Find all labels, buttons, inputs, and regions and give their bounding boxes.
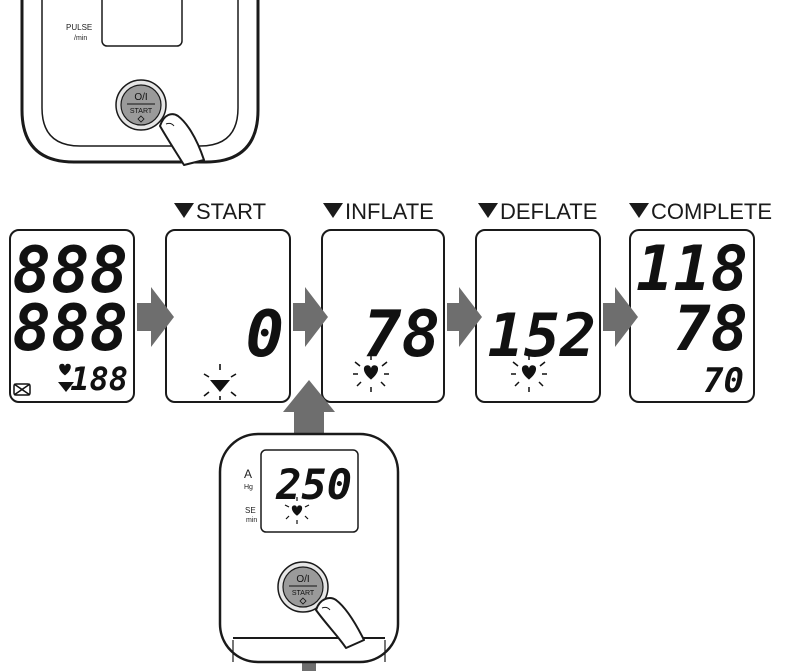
bottom-display-window <box>260 449 359 533</box>
arrow-inflate-to-deflate <box>447 287 482 347</box>
bottom-side-label-min: min <box>246 517 257 524</box>
triangle-down-icon <box>629 203 649 218</box>
triangle-down-icon <box>323 203 343 218</box>
step-label-inflate-text: INFLATE <box>345 199 434 224</box>
display-panel-test: 888 888 188 <box>9 229 135 403</box>
step-label-deflate-text: DEFLATE <box>500 199 597 224</box>
test-row3-digits: 188 <box>70 360 128 398</box>
arrow-deflate-to-complete <box>603 287 638 347</box>
arrow-test-to-start <box>137 287 174 347</box>
step-label-inflate: INFLATE <box>323 199 434 224</box>
test-row2-digits: 888 <box>12 292 128 366</box>
bottom-side-label-a: A <box>244 467 252 481</box>
start-value: 0 <box>245 298 284 372</box>
heart-icon <box>511 354 547 392</box>
step-label-complete-text: COMPLETE <box>651 199 772 224</box>
bottom-side-label-se: SE <box>245 506 256 515</box>
bottom-button-symbol: O/I <box>296 574 309 585</box>
top-display-window <box>101 0 183 47</box>
top-button-symbol: O/I <box>134 92 147 103</box>
heart-icon <box>353 354 389 392</box>
bottom-button-label: START <box>292 590 315 597</box>
top-pulse-unit: /min <box>74 35 87 42</box>
arrow-pressure-setting-up <box>283 380 335 442</box>
step-label-deflate: DEFLATE <box>478 199 597 224</box>
complete-systolic: 118 <box>636 232 748 305</box>
triangle-down-icon <box>174 203 194 218</box>
deflate-value: 152 <box>488 301 596 371</box>
cuff-icon <box>13 383 31 396</box>
display-panel-start: 0 <box>165 229 291 403</box>
bottom-start-button[interactable]: O/I START <box>277 561 329 613</box>
arrow-start-to-inflate <box>293 287 328 347</box>
top-start-button[interactable]: O/I START <box>115 79 167 131</box>
test-row1-digits: 888 <box>12 234 128 308</box>
top-device: PULSE /min O/I START <box>20 0 260 166</box>
step-label-start: START <box>174 199 266 224</box>
bottom-side-label-hg: Hg <box>244 484 253 491</box>
step-label-start-text: START <box>196 199 266 224</box>
complete-pulse: 70 <box>703 361 744 401</box>
hand-pointer-icon <box>315 597 365 649</box>
triangle-down-icon <box>478 203 498 218</box>
complete-diastolic: 78 <box>673 292 748 365</box>
bottom-device: A Hg SE min 250 O/I START <box>218 432 400 664</box>
display-panel-deflate: 152 <box>475 229 601 403</box>
heart-icon <box>284 497 310 524</box>
top-pulse-label: PULSE <box>66 23 92 32</box>
display-panel-inflate: 78 <box>321 229 445 403</box>
heart-icon <box>203 364 237 400</box>
top-button-label: START <box>130 108 153 115</box>
display-panel-complete: 118 78 70 <box>629 229 755 403</box>
hand-pointer-icon <box>159 113 205 166</box>
inflate-value: 78 <box>363 298 440 372</box>
triangle-down-icon <box>58 382 74 392</box>
bottom-display-value: 250 <box>275 460 352 509</box>
step-label-complete: COMPLETE <box>629 199 772 224</box>
